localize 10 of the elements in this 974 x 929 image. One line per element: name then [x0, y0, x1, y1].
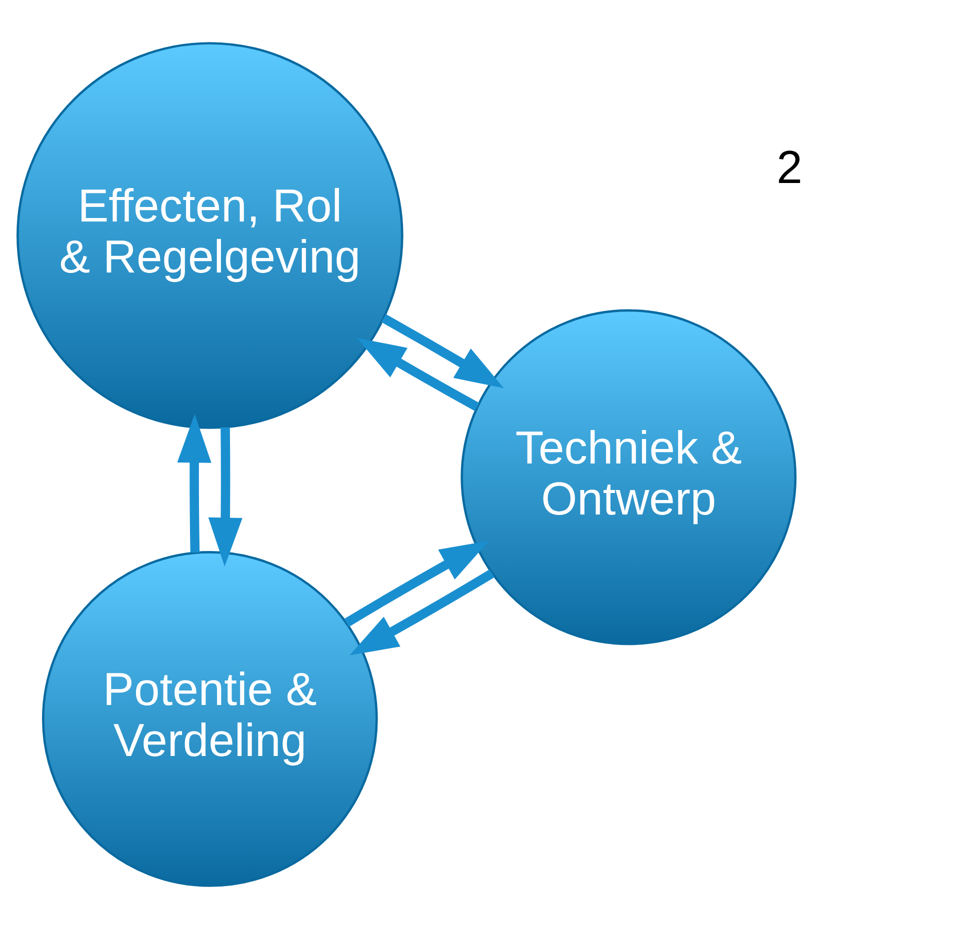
arrow: [208, 427, 242, 566]
arrow: [356, 338, 480, 412]
arrow: [177, 414, 212, 553]
arrow: [350, 569, 494, 656]
arrow: [344, 540, 490, 627]
node-circle: Techniek & Ontwerp: [460, 309, 797, 646]
node-circle: Potentie & Verdeling: [42, 551, 378, 887]
node-circle: Effecten, Rol & Regelgeving: [16, 42, 404, 429]
arrow: [381, 314, 504, 388]
label: 2: [776, 141, 802, 194]
